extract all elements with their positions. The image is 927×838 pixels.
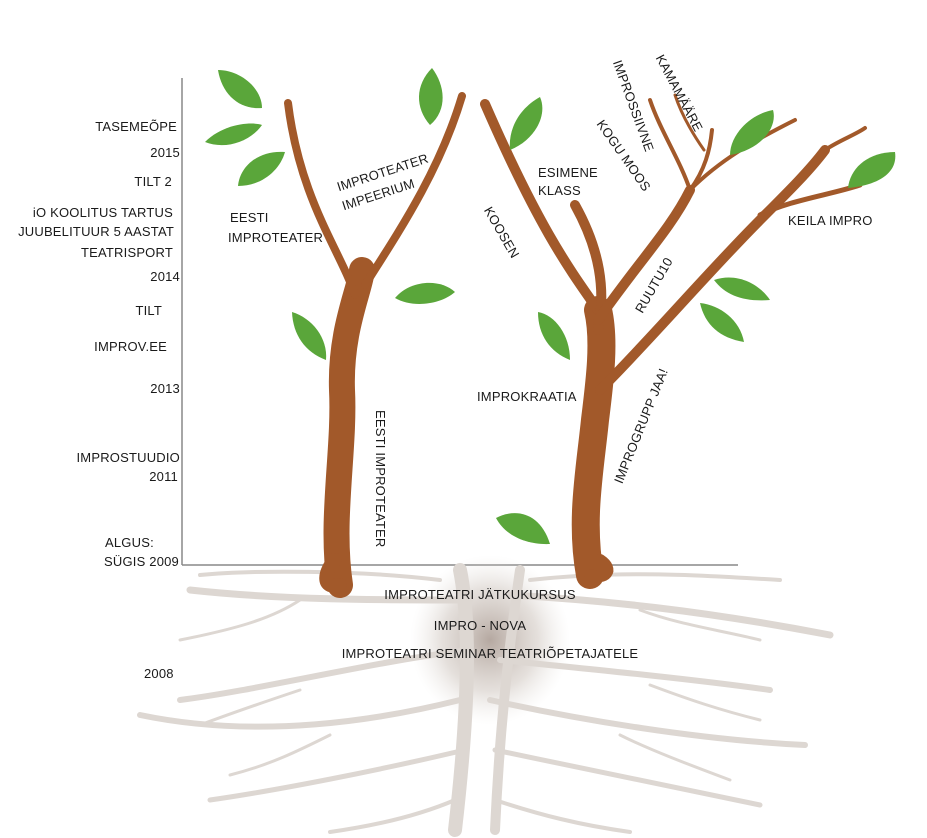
leaf: [714, 277, 770, 301]
timeline-year-2008: 2008: [144, 666, 174, 681]
leaf: [218, 70, 262, 109]
timeline-teatrisport: TEATRISPORT: [80, 245, 173, 260]
leaf: [292, 312, 327, 360]
timeline-year-2011: 2011: [149, 469, 178, 484]
root-label-seminar: IMPROTEATRI SEMINAR TEATRIÕPETAJATELE: [341, 646, 639, 661]
timeline-year-2013: 2013: [150, 381, 180, 396]
branch-label-esimene: ESIMENE: [538, 165, 598, 180]
timeline-sugis-2009: SÜGIS 2009: [104, 554, 179, 569]
root-label-impro-nova: IMPRO - NOVA: [433, 618, 527, 633]
leaf: [730, 110, 774, 155]
timeline-algus: ALGUS:: [105, 535, 154, 550]
left-tree: [284, 92, 466, 598]
timeline-tilt: TILT: [135, 303, 162, 318]
leaf: [509, 97, 543, 150]
timeline-year-2015: 2015: [150, 145, 180, 160]
left-branch-label-line1: EESTI: [230, 210, 269, 225]
timeline-improstuudio: IMPROSTUUDIO: [76, 450, 180, 465]
root-label-jatkukursus: IMPROTEATRI JÄTKUKURSUS: [384, 587, 576, 602]
leaf: [700, 303, 744, 342]
timeline-tilt2: TILT 2: [134, 174, 172, 189]
timeline-improv-ee: IMPROV.EE: [94, 339, 167, 354]
leaf: [238, 151, 285, 186]
leaf: [848, 152, 896, 188]
leaf: [395, 282, 455, 304]
timeline-tasemeope: TASEMEÕPE: [95, 119, 177, 134]
leaf: [418, 68, 443, 125]
branch-label-keila-impro: KEILA IMPRO: [788, 213, 873, 228]
branch-label-klass: KLASS: [538, 183, 581, 198]
right-trunk-label-improkraatia: IMPROKRAATIA: [477, 389, 577, 404]
timeline-year-2014: 2014: [150, 269, 180, 284]
right-tree: [480, 93, 867, 589]
leaf: [538, 312, 570, 360]
left-trunk-label: EESTI IMPROTEATER: [373, 410, 388, 548]
leaf: [205, 123, 262, 146]
roots: [137, 555, 834, 837]
left-branch-label-line2: IMPROTEATER: [228, 230, 324, 245]
leaves: [205, 68, 896, 545]
timeline-io-koolitus: iO KOOLITUS TARTUS: [32, 205, 173, 220]
timeline-juubelituur: JUUBELITUUR 5 AASTAT: [18, 224, 174, 239]
leaf: [496, 513, 550, 545]
